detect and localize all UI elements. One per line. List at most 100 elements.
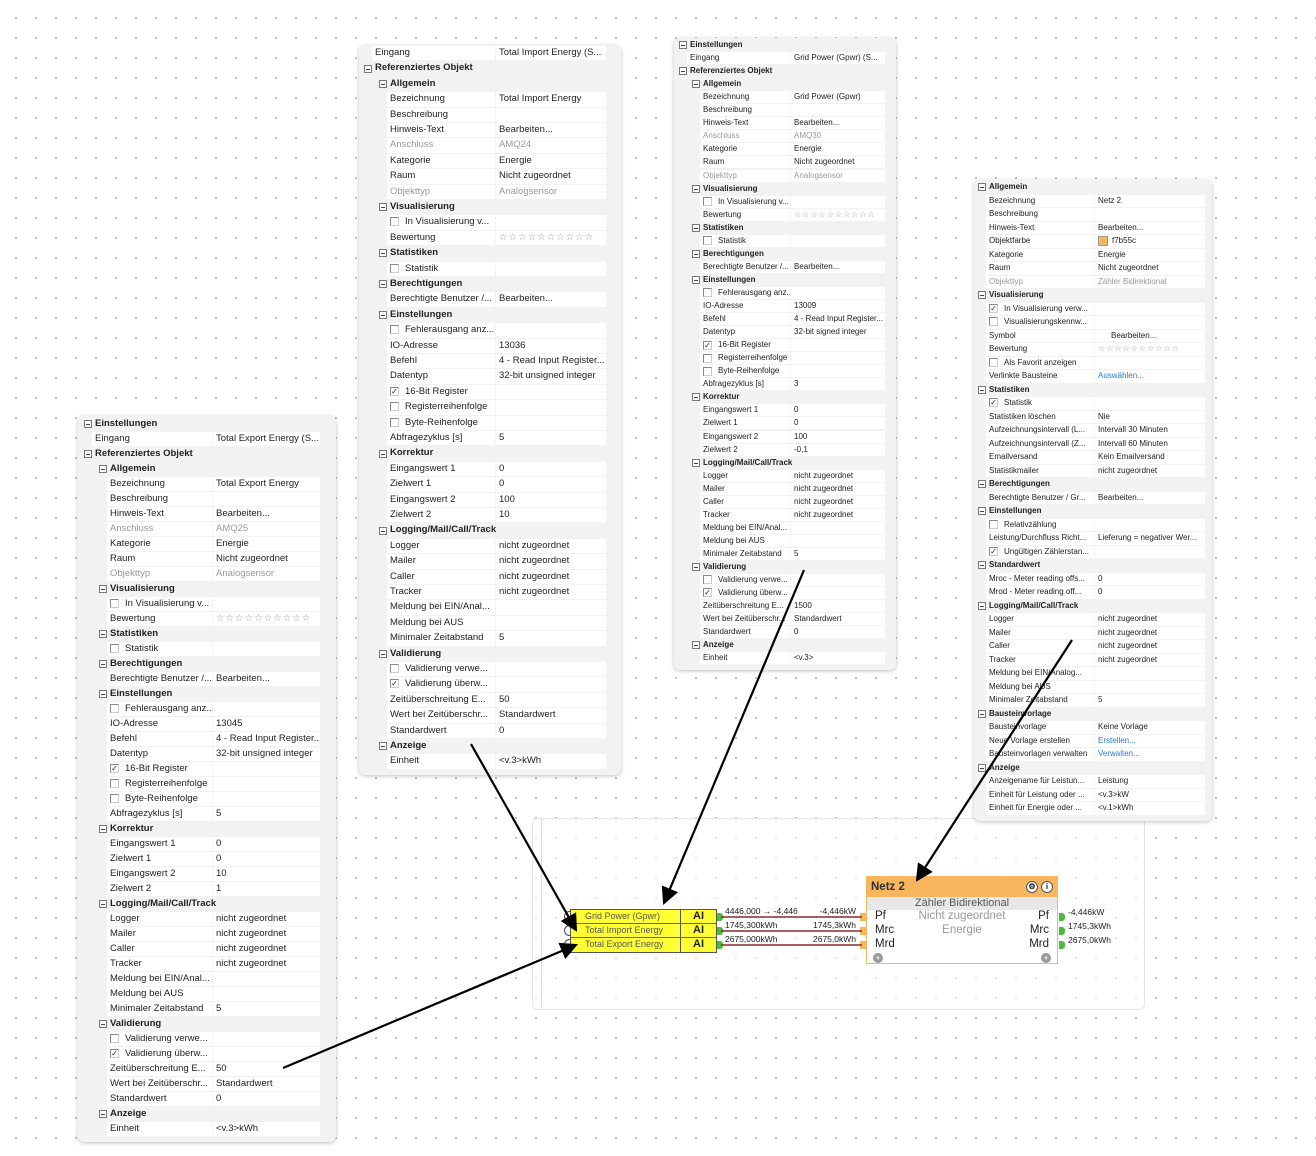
property-value[interactable]: Leistung <box>1095 775 1205 788</box>
property-value[interactable] <box>213 597 320 611</box>
collapse-icon[interactable] <box>978 709 986 718</box>
property-value[interactable]: -0,1 <box>791 443 885 456</box>
property-value[interactable]: AMQ30 <box>791 130 885 143</box>
property-row[interactable]: Wert bei Zeitüberschr...Standardwert <box>674 613 896 626</box>
property-group[interactable]: Logging/Mail/Call/Track <box>359 523 621 538</box>
property-group[interactable]: Korrektur <box>78 822 336 837</box>
property-value[interactable] <box>213 1032 320 1046</box>
property-value[interactable] <box>791 521 885 534</box>
property-group[interactable]: Einstellungen <box>359 308 621 323</box>
property-row[interactable]: Anzeigename für Leistun...Leistung <box>974 775 1212 789</box>
property-value[interactable] <box>791 339 885 352</box>
property-value[interactable]: 0 <box>496 461 606 477</box>
property-value[interactable]: 0 <box>791 417 885 430</box>
output-port[interactable] <box>717 941 723 949</box>
property-value[interactable] <box>1095 667 1205 680</box>
checkbox-checked[interactable]: ✓ <box>989 546 998 556</box>
checkbox-unchecked[interactable] <box>989 357 998 367</box>
property-value[interactable] <box>213 642 320 656</box>
property-row[interactable]: Byte-Reihenfolge <box>78 792 336 807</box>
link-text[interactable]: Auswählen... <box>1098 371 1144 380</box>
property-row[interactable]: ✓16-Bit Register <box>674 339 896 352</box>
property-group[interactable]: Berechtigungen <box>359 277 621 292</box>
property-row[interactable]: Beschreibung <box>78 492 336 507</box>
property-value[interactable] <box>496 600 606 615</box>
collapse-icon[interactable] <box>99 1020 107 1028</box>
property-row[interactable]: Registerreihenfolge <box>674 352 896 365</box>
property-value[interactable]: 0 <box>791 404 885 417</box>
property-value[interactable]: Grid Power (Gpwr) <box>791 91 885 104</box>
property-value[interactable] <box>496 107 606 122</box>
property-row[interactable]: Zeitüberschreitung E...50 <box>78 1062 336 1077</box>
property-value[interactable] <box>1095 316 1205 329</box>
property-row[interactable]: Einheit<v.3> <box>674 652 896 665</box>
property-value[interactable] <box>496 415 606 430</box>
checkbox-unchecked[interactable] <box>703 236 712 246</box>
property-value[interactable]: Bearbeiten... <box>496 123 606 138</box>
property-row[interactable]: In Visualisierung v... <box>78 597 336 612</box>
collapse-icon[interactable] <box>99 585 107 593</box>
property-row[interactable]: Meldung bei EIN/Analog... <box>974 667 1212 681</box>
property-value[interactable]: AMQ25 <box>213 522 320 536</box>
property-value[interactable]: Bearbeiten... <box>1095 491 1205 504</box>
output-port[interactable] <box>717 913 723 921</box>
property-value[interactable] <box>213 987 320 1001</box>
checkbox-unchecked[interactable] <box>390 325 399 335</box>
link-text[interactable]: Erstellen... <box>1098 735 1136 745</box>
property-value[interactable]: 0 <box>213 1092 320 1106</box>
property-row[interactable]: Berechtigte Benutzer /...Bearbeiten... <box>359 292 621 307</box>
property-value[interactable]: <v.3>kW <box>1095 788 1205 801</box>
property-value[interactable]: nicht zugeordnet <box>1095 464 1205 477</box>
property-value[interactable]: nicht zugeordnet <box>496 585 606 600</box>
property-value[interactable] <box>496 261 606 276</box>
checkbox-checked[interactable]: ✓ <box>703 588 712 598</box>
output-port[interactable] <box>1059 927 1065 935</box>
collapse-icon[interactable] <box>84 450 92 458</box>
rating-stars[interactable]: ☆☆☆☆☆☆☆☆☆☆ <box>794 209 876 219</box>
property-value[interactable]: Energie <box>496 153 606 169</box>
checkbox-unchecked[interactable] <box>110 703 119 713</box>
collapse-icon[interactable] <box>692 275 700 284</box>
property-group[interactable]: Anzeige <box>359 739 621 754</box>
property-value[interactable]: 4 - Read Input Register... <box>791 313 885 326</box>
property-value[interactable]: 5 <box>213 807 320 821</box>
property-value[interactable]: 0 <box>1095 586 1205 599</box>
property-value[interactable]: <v.3> <box>791 652 885 665</box>
property-value[interactable]: Bearbeiten... <box>213 507 320 521</box>
property-value[interactable]: 1 <box>213 882 320 896</box>
property-group[interactable]: Statistiken <box>974 384 1212 398</box>
property-group[interactable]: Einstellungen <box>674 39 896 52</box>
property-row[interactable]: Fehlerausgang anz... <box>78 702 336 717</box>
property-value[interactable]: ☆☆☆☆☆☆☆☆☆☆ <box>213 612 320 626</box>
property-row[interactable]: Meldung bei EIN/Anal... <box>674 521 896 535</box>
property-row[interactable]: Fehlerausgang anz... <box>674 286 896 300</box>
property-value[interactable]: Nicht zugeordnet <box>791 156 885 169</box>
property-value[interactable] <box>496 662 606 677</box>
checkbox-unchecked[interactable] <box>703 196 712 206</box>
property-value[interactable]: Auswählen... <box>1095 370 1205 383</box>
property-value[interactable]: 100 <box>496 492 606 507</box>
checkbox-unchecked[interactable] <box>390 402 399 412</box>
property-value[interactable]: Intervall 30 Minuten <box>1095 424 1205 437</box>
property-value[interactable]: Standardwert <box>496 708 606 723</box>
property-group[interactable]: Referenziertes Objekt <box>359 61 621 76</box>
property-value[interactable]: nicht zugeordnet <box>496 538 606 554</box>
collapse-icon[interactable] <box>978 291 986 300</box>
property-value[interactable]: nicht zugeordnet <box>791 508 885 521</box>
property-value[interactable]: Erstellen... <box>1095 734 1205 747</box>
property-value[interactable]: Energie <box>213 537 320 551</box>
